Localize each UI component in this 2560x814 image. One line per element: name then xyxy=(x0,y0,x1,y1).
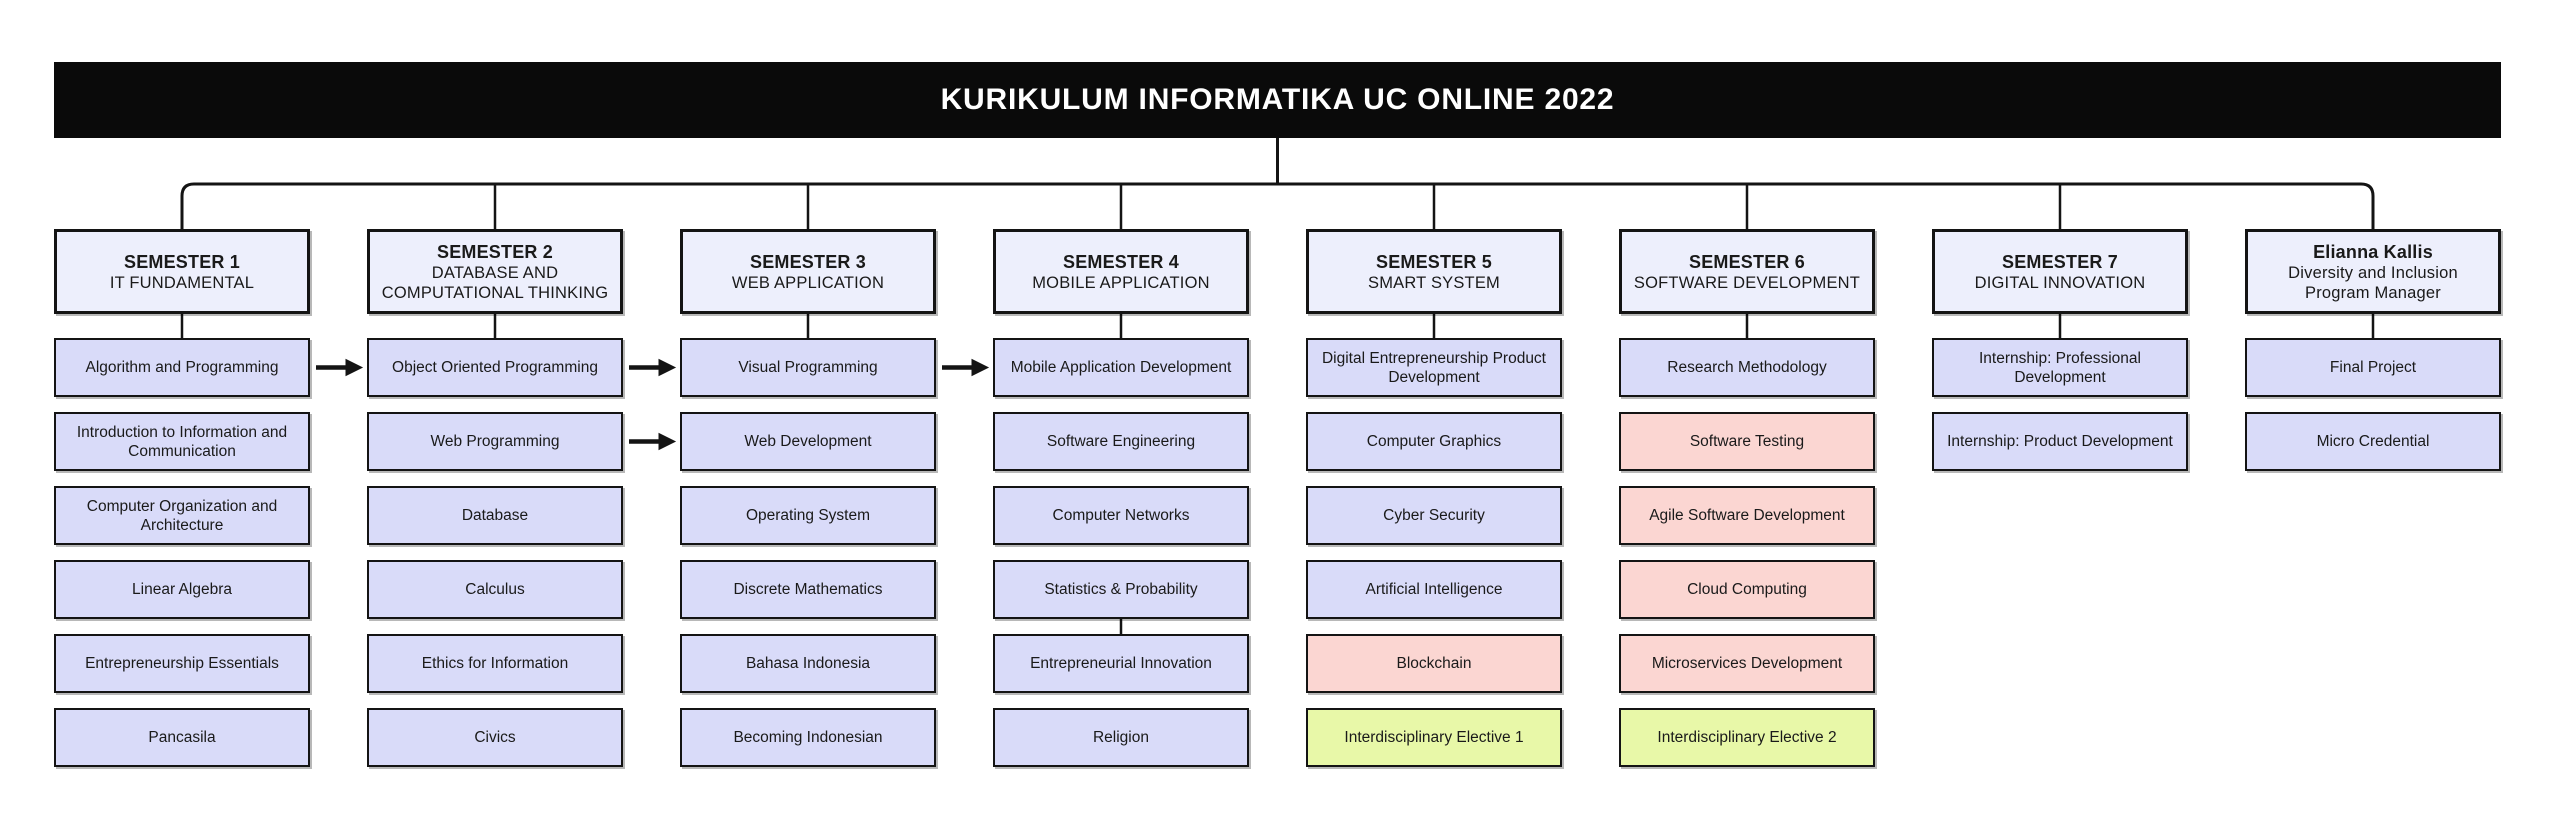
course-ethics-for-information: Ethics for Information xyxy=(367,634,623,693)
course-interdisciplinary-elective-1: Interdisciplinary Elective 1 xyxy=(1306,708,1562,767)
course-artificial-intelligence: Artificial Intelligence xyxy=(1306,560,1562,619)
semester-2-subtitle: DATABASE AND COMPUTATIONAL THINKING xyxy=(381,263,609,302)
course-computer-organization-and-architecture: Computer Organization and Architecture xyxy=(54,486,310,545)
semester-3-title: SEMESTER 3 xyxy=(749,251,867,272)
course-entrepreneurship-essentials: Entrepreneurship Essentials xyxy=(54,634,310,693)
semester-5-subtitle: SMART SYSTEM xyxy=(1368,273,1500,292)
semester-6-header: SEMESTER 6 SOFTWARE DEVELOPMENT xyxy=(1619,229,1875,314)
column-semester-3: SEMESTER 3 WEB APPLICATION Visual Progra… xyxy=(680,229,936,767)
semester-1-subtitle: IT FUNDAMENTAL xyxy=(109,273,255,292)
column-semester-6: SEMESTER 6 SOFTWARE DEVELOPMENT Research… xyxy=(1619,229,1875,767)
course-database: Database xyxy=(367,486,623,545)
course-microservices-development: Microservices Development xyxy=(1619,634,1875,693)
semester-6-title: SEMESTER 6 xyxy=(1688,251,1806,272)
course-religion: Religion xyxy=(993,708,1249,767)
semester-2-header: SEMESTER 2 DATABASE AND COMPUTATIONAL TH… xyxy=(367,229,623,314)
semester-1-title: SEMESTER 1 xyxy=(123,251,241,272)
course-internship-product-development: Internship: Product Development xyxy=(1932,412,2188,471)
column-semester-5: SEMESTER 5 SMART SYSTEM Digital Entrepre… xyxy=(1306,229,1562,767)
course-bahasa-indonesia: Bahasa Indonesia xyxy=(680,634,936,693)
column-semester-1: SEMESTER 1 IT FUNDAMENTAL Algorithm and … xyxy=(54,229,310,767)
semester-4-subtitle: MOBILE APPLICATION xyxy=(1032,273,1210,292)
course-computer-graphics: Computer Graphics xyxy=(1306,412,1562,471)
semester-5-title: SEMESTER 5 xyxy=(1375,251,1493,272)
bus-line xyxy=(180,182,2375,231)
column-semester-2: SEMESTER 2 DATABASE AND COMPUTATIONAL TH… xyxy=(367,229,623,767)
semester-3-header: SEMESTER 3 WEB APPLICATION xyxy=(680,229,936,314)
column-semester-4: SEMESTER 4 MOBILE APPLICATION Mobile App… xyxy=(993,229,1249,767)
course-computer-networks: Computer Networks xyxy=(993,486,1249,545)
title-banner: KURIKULUM INFORMATIKA UC ONLINE 2022 xyxy=(54,62,2501,138)
elianna-kallis-name: Elianna Kallis xyxy=(2313,241,2433,262)
course-calculus: Calculus xyxy=(367,560,623,619)
semester-1-header: SEMESTER 1 IT FUNDAMENTAL xyxy=(54,229,310,314)
course-internship-professional-development: Internship: Professional Development xyxy=(1932,338,2188,397)
course-blockchain: Blockchain xyxy=(1306,634,1562,693)
column-semester-7: SEMESTER 7 DIGITAL INNOVATION Internship… xyxy=(1932,229,2188,767)
course-micro-credential: Micro Credential xyxy=(2245,412,2501,471)
course-operating-system: Operating System xyxy=(680,486,936,545)
course-cloud-computing: Cloud Computing xyxy=(1619,560,1875,619)
semester-7-subtitle: DIGITAL INNOVATION xyxy=(1974,273,2146,292)
course-software-testing: Software Testing xyxy=(1619,412,1875,471)
semester-6-subtitle: SOFTWARE DEVELOPMENT xyxy=(1633,273,1861,292)
course-software-engineering: Software Engineering xyxy=(993,412,1249,471)
course-pancasila: Pancasila xyxy=(54,708,310,767)
course-visual-programming: Visual Programming xyxy=(680,338,936,397)
semester-5-header: SEMESTER 5 SMART SYSTEM xyxy=(1306,229,1562,314)
semester-2-title: SEMESTER 2 xyxy=(436,241,554,262)
course-civics: Civics xyxy=(367,708,623,767)
course-becoming-indonesian: Becoming Indonesian xyxy=(680,708,936,767)
course-object-oriented-programming: Object Oriented Programming xyxy=(367,338,623,397)
elianna-kallis-header: Elianna Kallis Diversity and Inclusion P… xyxy=(2245,229,2501,314)
page-title: KURIKULUM INFORMATIKA UC ONLINE 2022 xyxy=(940,83,1615,116)
course-entrepreneurial-innovation: Entrepreneurial Innovation xyxy=(993,634,1249,693)
course-introduction-to-information-and-communication: Introduction to Information and Communic… xyxy=(54,412,310,471)
course-research-methodology: Research Methodology xyxy=(1619,338,1875,397)
course-digital-entrepreneurship-product-development: Digital Entrepreneurship Product Develop… xyxy=(1306,338,1562,397)
course-interdisciplinary-elective-2: Interdisciplinary Elective 2 xyxy=(1619,708,1875,767)
course-algorithm-and-programming: Algorithm and Programming xyxy=(54,338,310,397)
course-final-project: Final Project xyxy=(2245,338,2501,397)
course-agile-software-development: Agile Software Development xyxy=(1619,486,1875,545)
course-mobile-application-development: Mobile Application Development xyxy=(993,338,1249,397)
course-linear-algebra: Linear Algebra xyxy=(54,560,310,619)
course-discrete-mathematics: Discrete Mathematics xyxy=(680,560,936,619)
elianna-kallis-role: Diversity and Inclusion Program Manager xyxy=(2288,263,2458,302)
curriculum-board: SEMESTER 1 IT FUNDAMENTAL Algorithm and … xyxy=(54,229,2501,767)
semester-3-subtitle: WEB APPLICATION xyxy=(731,273,885,292)
semester-4-title: SEMESTER 4 xyxy=(1062,251,1180,272)
column-elianna-kallis: Elianna Kallis Diversity and Inclusion P… xyxy=(2245,229,2501,767)
course-cyber-security: Cyber Security xyxy=(1306,486,1562,545)
course-statistics-probability: Statistics & Probability xyxy=(993,560,1249,619)
semester-4-header: SEMESTER 4 MOBILE APPLICATION xyxy=(993,229,1249,314)
semester-7-title: SEMESTER 7 xyxy=(2001,251,2119,272)
course-web-development: Web Development xyxy=(680,412,936,471)
semester-7-header: SEMESTER 7 DIGITAL INNOVATION xyxy=(1932,229,2188,314)
course-web-programming: Web Programming xyxy=(367,412,623,471)
